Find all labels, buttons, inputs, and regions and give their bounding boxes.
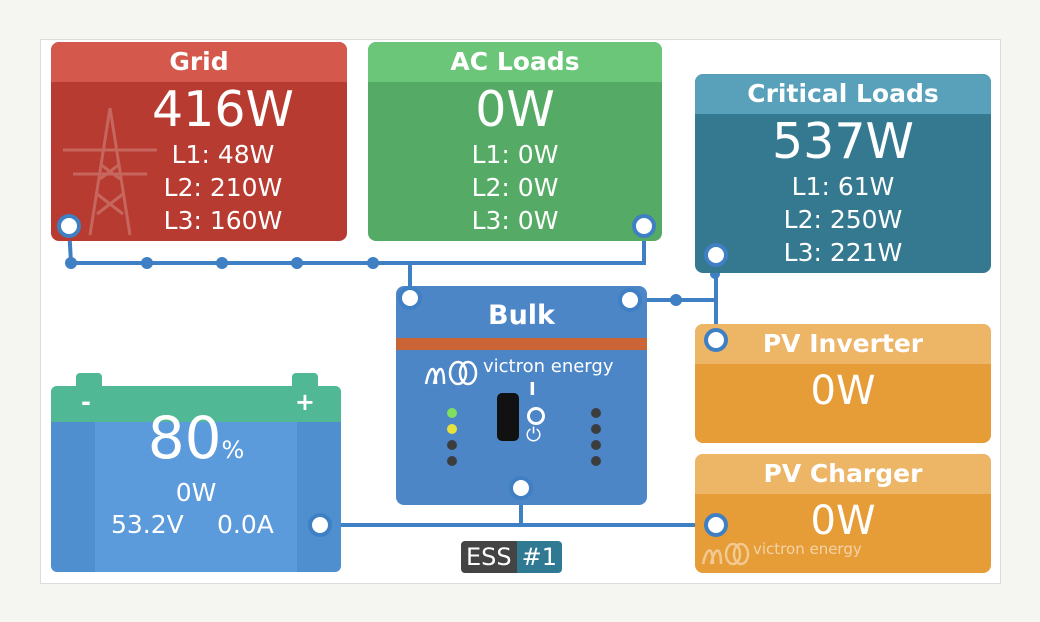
ac-loads-connector [632,214,656,238]
ess-label: ESS [461,541,517,573]
grid-tile[interactable]: Grid 416W L1: 48W L2: 210W L3: 160W [51,42,347,241]
inverter-dc-connector [509,476,533,500]
grid-l2: L2: 210W [163,173,283,202]
inverter-ac-out-connector [618,288,642,312]
battery-fill [95,422,297,572]
grid-l3: L3: 160W [163,206,283,235]
led-inverter [591,408,601,418]
victron-logo-icon [424,360,478,386]
ac-loads-title: AC Loads [368,42,662,82]
battery-soc: 80 [147,404,222,472]
pv-inverter-power: 0W [810,368,876,414]
inverter-ac-in-connector [398,286,422,310]
inverter-brand: victron energy [483,356,614,377]
power-icon: ⏻ [526,424,542,446]
led-low-battery [591,440,601,450]
inverter-tile[interactable]: Bulk victron energy I ⏻ [396,286,647,505]
led-absorption [447,440,457,450]
battery-tile[interactable]: - + 80% 0W 53.2V 0.0A [51,386,341,572]
pv-inverter-connector [704,328,728,352]
pv-charger-power: 0W [810,498,876,544]
power-tower-icon [63,107,157,236]
victron-logo-icon [701,542,750,566]
pv-charger-connector [704,513,728,537]
flow-dot [216,257,228,269]
grid-title: Grid [51,42,347,82]
grid-power: 416W [152,81,294,138]
ac-loads-l2: L2: 0W [471,173,559,202]
battery-voltage: 53.2V [111,510,184,539]
inverter-state: Bulk [487,300,555,331]
battery-connector [308,513,332,537]
inverter-on-mark: I [529,379,536,400]
inverter-off-mark [527,407,545,425]
battery-top: - + [51,386,341,422]
battery-plus-label: + [294,388,315,416]
inverter-stripe [396,338,647,350]
critical-loads-connector [704,243,728,267]
battery-power: 0W [175,478,217,507]
critical-loads-tile[interactable]: Critical Loads 537W L1: 61W L2: 250W L3:… [695,74,991,273]
grid-l1: L1: 48W [171,140,275,169]
battery-terminal-positive [292,373,318,387]
battery-minus-label: - [81,388,91,416]
critical-loads-l3: L3: 221W [783,238,903,267]
flow-dot [141,257,153,269]
led-mains [447,408,457,418]
battery-soc-unit: % [221,436,245,464]
critical-loads-l2: L2: 250W [783,205,903,234]
pv-charger-brand: victron energy [753,540,862,558]
ac-loads-l3: L3: 0W [471,206,559,235]
critical-loads-l1: L1: 61W [791,172,895,201]
ac-loads-power: 0W [475,81,555,138]
battery-current: 0.0A [217,510,274,539]
critical-loads-title: Critical Loads [695,74,991,114]
flow-dot [291,257,303,269]
led-overload [591,424,601,434]
flow-dot [367,257,379,269]
status-leds [447,408,601,466]
ess-number: #1 [516,541,563,573]
battery-terminal-negative [76,373,102,387]
pv-inverter-title: PV Inverter [695,324,991,364]
ess-badge: ESS #1 [461,541,563,573]
ac-loads-l1: L1: 0W [471,140,559,169]
led-bulk [447,424,457,434]
flow-dot [65,257,77,269]
inverter-switch[interactable] [497,393,519,441]
flow-dot [670,294,682,306]
led-temperature [591,456,601,466]
pv-charger-tile[interactable]: PV Charger 0W victron energy [695,454,991,573]
critical-loads-power: 537W [772,113,914,170]
ac-loads-tile[interactable]: AC Loads 0W L1: 0W L2: 0W L3: 0W [368,42,662,241]
grid-connector [57,214,81,238]
pv-inverter-tile[interactable]: PV Inverter 0W [695,324,991,443]
led-float [447,456,457,466]
pv-charger-title: PV Charger [695,454,991,494]
